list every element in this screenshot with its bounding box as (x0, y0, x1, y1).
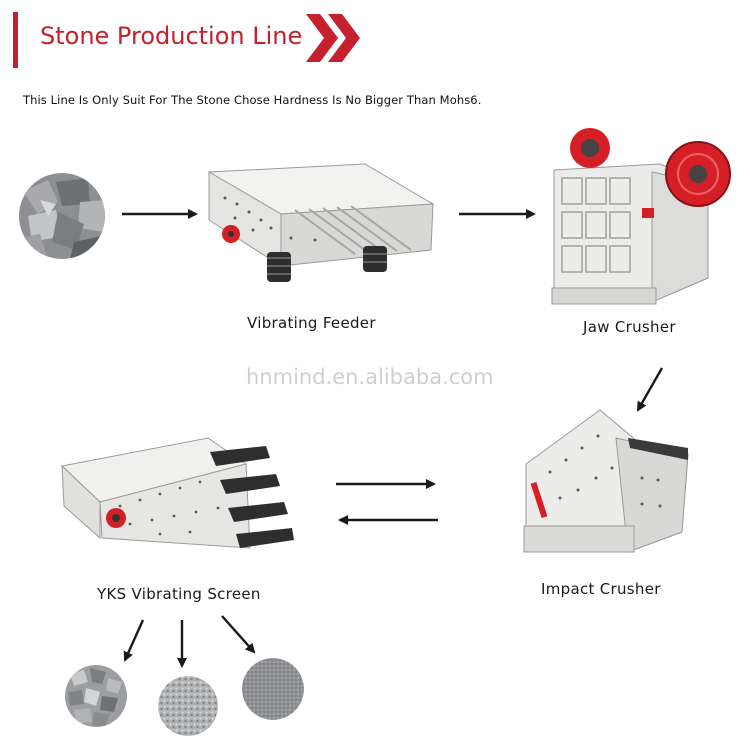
raw-stone-image (19, 173, 105, 259)
vibrating-screen-label: YKS Vibrating Screen (97, 585, 261, 603)
vibrating-feeder-machine (207, 163, 435, 282)
coarse-aggregate-image (65, 665, 127, 727)
arrow-screen-to-coarse (123, 619, 145, 662)
page-title: Stone Production Line (40, 22, 303, 50)
title-accent-bar (13, 12, 18, 68)
vibrating-feeder-label: Vibrating Feeder (247, 314, 376, 332)
medium-aggregate-image (158, 676, 218, 736)
arrow-screen-to-fine (221, 615, 256, 654)
impact-crusher-machine (523, 409, 689, 553)
impact-crusher-label: Impact Crusher (541, 580, 661, 598)
vibrating-screen-machine (60, 437, 294, 549)
watermark: hnmind.en.alibaba.com (246, 365, 494, 389)
subtitle: This Line Is Only Suit For The Stone Cho… (23, 93, 482, 107)
jaw-crusher-machine (551, 128, 731, 305)
arrow-jaw-to-impact (636, 367, 664, 412)
double-chevron-icon (306, 14, 360, 62)
fine-aggregate-image (242, 658, 304, 720)
jaw-crusher-label: Jaw Crusher (583, 318, 676, 336)
